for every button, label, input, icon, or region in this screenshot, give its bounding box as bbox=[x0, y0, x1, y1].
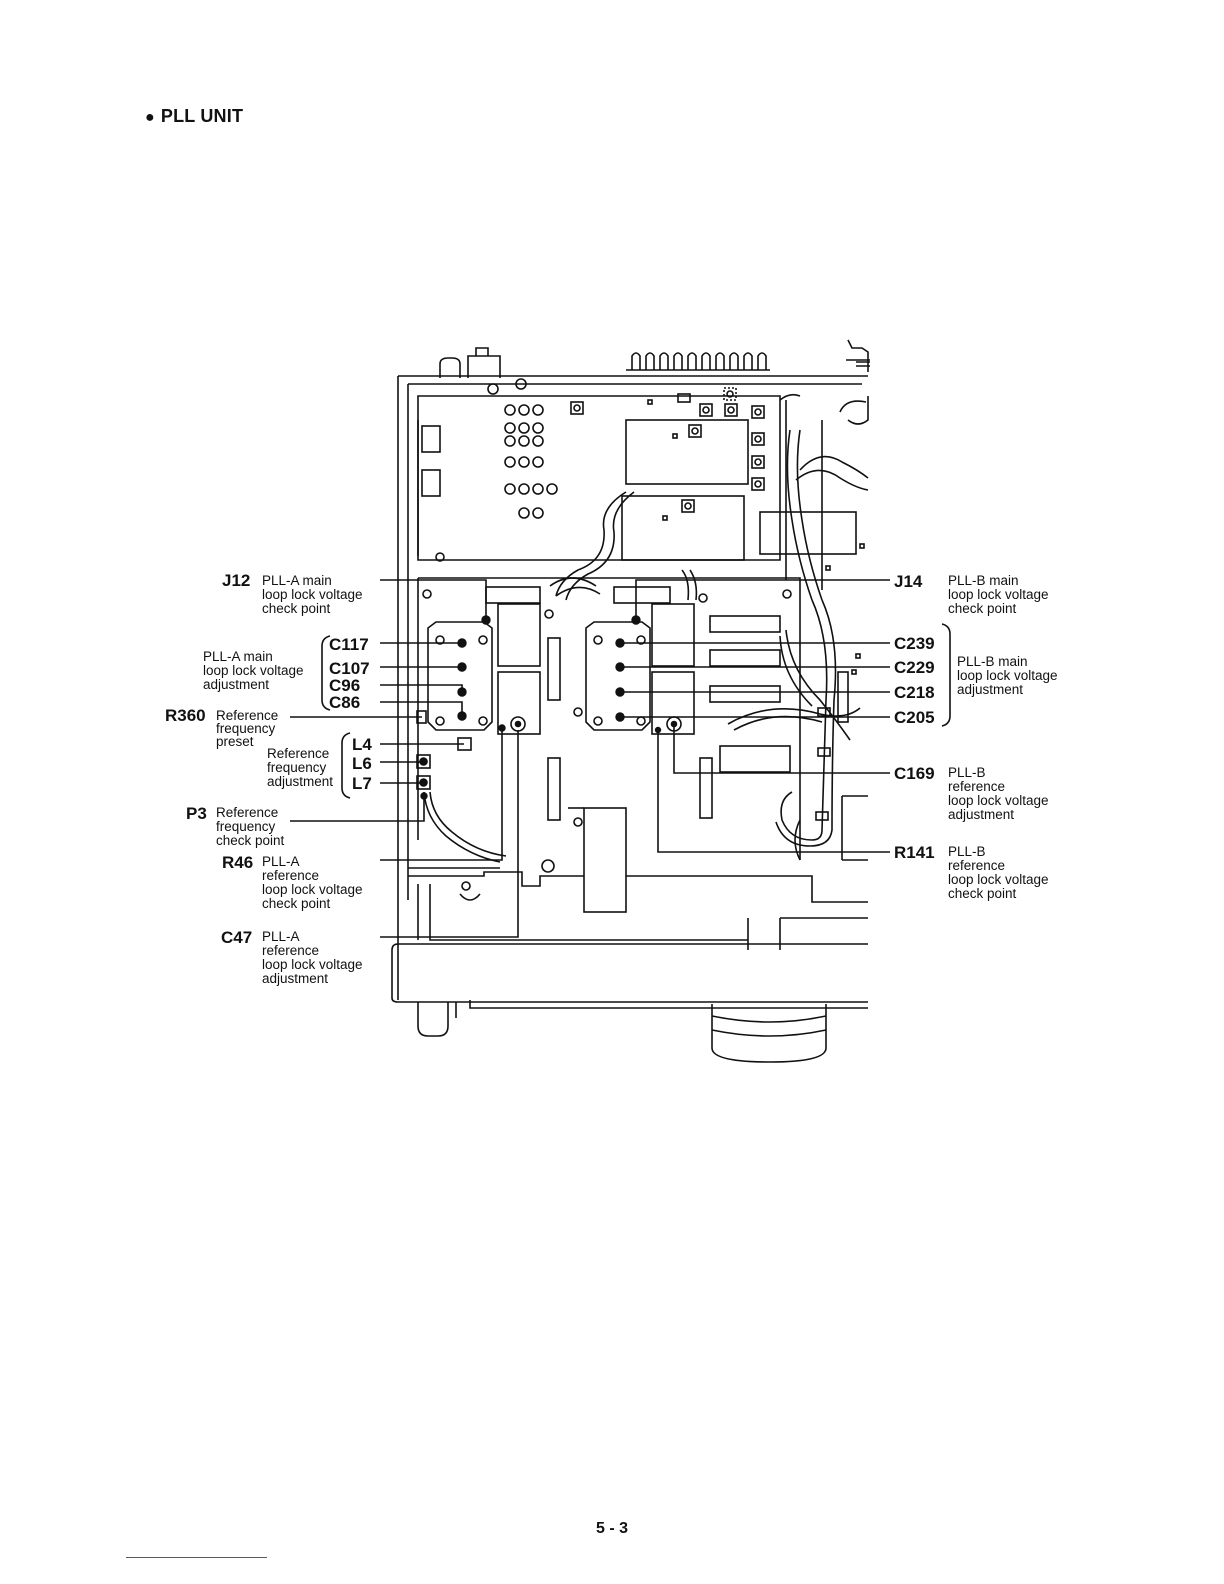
c107-ref: C107 bbox=[329, 659, 370, 678]
r46-desc-3: loop lock voltage bbox=[262, 882, 363, 897]
l4-ref: L4 bbox=[352, 735, 372, 754]
section-title-text: PLL UNIT bbox=[160, 106, 244, 126]
r141-desc-1: PLL-B bbox=[948, 844, 986, 859]
c205-ref: C205 bbox=[894, 708, 935, 727]
r360-desc-2: frequency bbox=[216, 721, 276, 736]
j14-desc-3: check point bbox=[948, 601, 1017, 616]
r141-ref: R141 bbox=[894, 843, 935, 862]
c169-desc-4: adjustment bbox=[948, 807, 1014, 822]
r360-ref: R360 bbox=[165, 706, 206, 725]
r46-desc-4: check point bbox=[262, 896, 331, 911]
page-number: 5 - 3 bbox=[595, 1520, 628, 1537]
c96-ref: C96 bbox=[329, 676, 360, 695]
l-group-desc-1: Reference bbox=[267, 746, 329, 761]
leader-lines bbox=[290, 579, 951, 938]
c239-ref: C239 bbox=[894, 634, 935, 653]
r360-desc-1: Reference bbox=[216, 708, 278, 723]
c47-desc-3: loop lock voltage bbox=[262, 957, 363, 972]
c47-ref: C47 bbox=[221, 928, 252, 947]
p3-desc-2: frequency bbox=[216, 819, 276, 834]
chassis-drawing bbox=[391, 339, 870, 1063]
c169-ref: C169 bbox=[894, 764, 935, 783]
test-point-markers bbox=[420, 615, 662, 800]
r46-desc-1: PLL-A bbox=[262, 854, 300, 869]
r360-desc-3: preset bbox=[216, 734, 254, 749]
c117-ref: C117 bbox=[329, 635, 369, 654]
pll-b-adj-desc-2: loop lock voltage bbox=[957, 668, 1058, 683]
c47-desc-1: PLL-A bbox=[262, 929, 300, 944]
c47-desc-2: reference bbox=[262, 943, 319, 958]
pll-a-adj-desc-1: PLL-A main bbox=[203, 649, 273, 664]
j12-desc-3: check point bbox=[262, 601, 331, 616]
r46-desc-2: reference bbox=[262, 868, 319, 883]
c218-ref: C218 bbox=[894, 683, 935, 702]
j14-desc-2: loop lock voltage bbox=[948, 587, 1049, 602]
p3-desc-1: Reference bbox=[216, 805, 278, 820]
j14-ref: J14 bbox=[894, 572, 923, 591]
l7-ref: L7 bbox=[352, 774, 372, 793]
c169-desc-2: reference bbox=[948, 779, 1005, 794]
pll-a-adj-desc-2: loop lock voltage bbox=[203, 663, 304, 678]
r141-desc-2: reference bbox=[948, 858, 1005, 873]
pll-b-adj-desc-1: PLL-B main bbox=[957, 654, 1028, 669]
c86-ref: C86 bbox=[329, 693, 360, 712]
c47-desc-4: adjustment bbox=[262, 971, 328, 986]
c169-desc-3: loop lock voltage bbox=[948, 793, 1049, 808]
j12-desc-2: loop lock voltage bbox=[262, 587, 363, 602]
c169-desc-1: PLL-B bbox=[948, 765, 986, 780]
j12-ref: J12 bbox=[222, 571, 250, 590]
c229-ref: C229 bbox=[894, 658, 935, 677]
pll-b-adj-desc-3: adjustment bbox=[957, 682, 1023, 697]
p3-ref: P3 bbox=[186, 804, 207, 823]
r46-ref: R46 bbox=[222, 853, 253, 872]
p3-desc-3: check point bbox=[216, 833, 285, 848]
l6-ref: L6 bbox=[352, 754, 372, 773]
pll-a-adj-desc-3: adjustment bbox=[203, 677, 269, 692]
l-group-desc-2: frequency bbox=[267, 760, 327, 775]
bullet-icon: ● bbox=[145, 109, 155, 126]
l-group-desc-3: adjustment bbox=[267, 774, 333, 789]
footer-rule bbox=[126, 1557, 267, 1558]
j14-desc-1: PLL-B main bbox=[948, 573, 1019, 588]
r141-desc-4: check point bbox=[948, 886, 1017, 901]
r141-desc-3: loop lock voltage bbox=[948, 872, 1049, 887]
section-title: ● PLL UNIT bbox=[145, 106, 243, 127]
j12-desc-1: PLL-A main bbox=[262, 573, 332, 588]
